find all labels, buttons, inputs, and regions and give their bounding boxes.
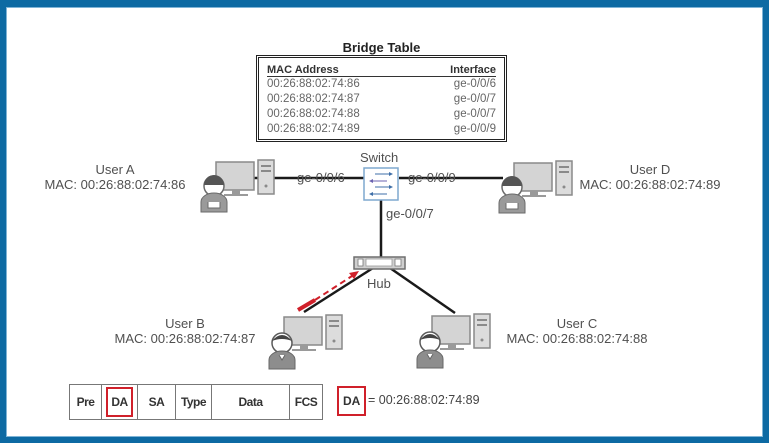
- bridge-table-header: MAC Address Interface: [267, 64, 496, 77]
- table-row: 00:26:88:02:74:88 ge-0/0/7: [267, 107, 496, 122]
- link-hub-userc: [389, 266, 456, 315]
- bridge-table-title: Bridge Table: [342, 40, 421, 55]
- hub-icon: [353, 256, 406, 270]
- table-row: 00:26:88:02:74:86 ge-0/0/6: [267, 77, 496, 92]
- user-a-mac: MAC: 00:26:88:02:74:86: [44, 177, 186, 192]
- cell-interface: ge-0/0/7: [453, 93, 496, 105]
- port-label-right: ge-0/0/9: [408, 170, 456, 185]
- header-mac: MAC Address: [267, 64, 339, 76]
- port-label-down: ge-0/0/7: [386, 206, 434, 221]
- cell-interface: ge-0/0/6: [453, 78, 496, 90]
- table-row: 00:26:88:02:74:87 ge-0/0/7: [267, 92, 496, 107]
- user-c-name: User C: [556, 316, 598, 331]
- link-hub-userb: [303, 266, 374, 314]
- cell-mac: 00:26:88:02:74:87: [267, 93, 360, 105]
- frame-field-pre: Pre: [70, 385, 102, 419]
- figure-inner-border: [6, 7, 763, 437]
- frame-field-da: DA: [102, 385, 138, 419]
- user-d-mac: MAC: 00:26:88:02:74:89: [579, 177, 721, 192]
- user-d-workstation-icon: [498, 160, 573, 214]
- cell-mac: 00:26:88:02:74:88: [267, 108, 360, 120]
- user-d-name: User D: [629, 162, 671, 177]
- cell-mac: 00:26:88:02:74:86: [267, 78, 360, 90]
- user-b-mac: MAC: 00:26:88:02:74:87: [114, 331, 256, 346]
- da-legend-key: DA: [337, 386, 367, 416]
- user-c-mac: MAC: 00:26:88:02:74:88: [506, 331, 648, 346]
- frame-field-data: Data: [212, 385, 290, 419]
- user-a-label: User A MAC: 00:26:88:02:74:86: [30, 162, 200, 192]
- frame-field-type: Type: [176, 385, 212, 419]
- user-b-label: User B MAC: 00:26:88:02:74:87: [100, 316, 270, 346]
- user-d-label: User D MAC: 00:26:88:02:74:89: [575, 162, 725, 192]
- user-a-workstation-icon: [200, 159, 275, 213]
- frame-field-fcs: FCS: [294, 395, 318, 409]
- header-interface: Interface: [450, 64, 496, 76]
- hub-label: Hub: [367, 276, 391, 291]
- port-label-left: ge-0/0/6: [297, 170, 345, 185]
- user-a-name: User A: [95, 162, 135, 177]
- user-b-name: User B: [165, 316, 205, 331]
- cell-interface: ge-0/0/7: [453, 108, 496, 120]
- switch-label: Switch: [360, 150, 399, 165]
- cell-mac: 00:26:88:02:74:89: [267, 123, 360, 135]
- bridge-table: MAC Address Interface 00:26:88:02:74:86 g…: [256, 55, 507, 142]
- user-b-workstation-icon: [268, 314, 343, 370]
- user-c-workstation-icon: [416, 313, 491, 369]
- switch-icon: [363, 167, 399, 201]
- ethernet-frame: Pre DA SA Type Data FCS: [69, 384, 323, 420]
- da-legend-value: = 00:26:88:02:74:89: [368, 393, 480, 407]
- frame-flow-arrow: [296, 271, 359, 312]
- frame-field-sa: SA: [138, 385, 176, 419]
- cell-interface: ge-0/0/9: [453, 123, 496, 135]
- table-row: 00:26:88:02:74:89 ge-0/0/9: [267, 122, 496, 137]
- user-c-label: User C MAC: 00:26:88:02:74:88: [497, 316, 657, 346]
